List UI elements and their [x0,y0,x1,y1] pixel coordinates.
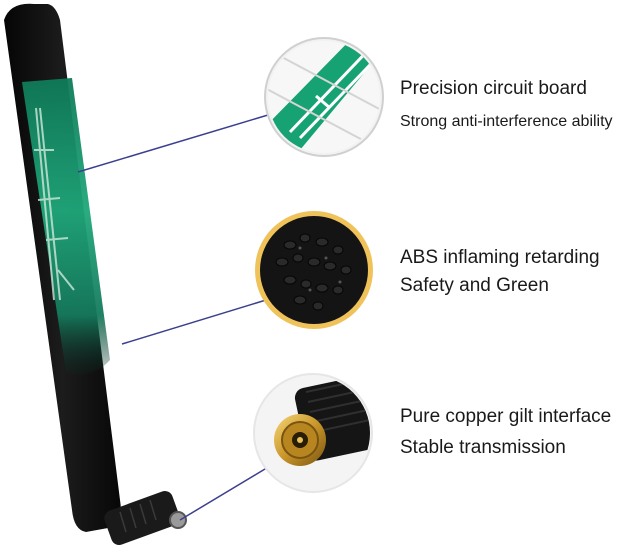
antenna-body [4,3,187,545]
feature-3-title: Pure copper gilt interface [400,406,612,427]
sma-connector-closeup [253,373,373,493]
leader-lines [77,111,279,521]
feature-2-subtitle: Safety and Green [400,275,549,296]
circuit-board-closeup [264,37,384,157]
feature-3-subtitle: Stable transmission [400,437,566,458]
antenna-hinge [104,491,180,545]
feature-2-title: ABS inflaming retarding [400,247,600,268]
abs-pellets-closeup [255,211,373,329]
feature-1-subtitle: Strong anti-interference ability [400,113,613,130]
hinge-connector [169,511,187,529]
feature-1-title: Precision circuit board [400,78,587,99]
